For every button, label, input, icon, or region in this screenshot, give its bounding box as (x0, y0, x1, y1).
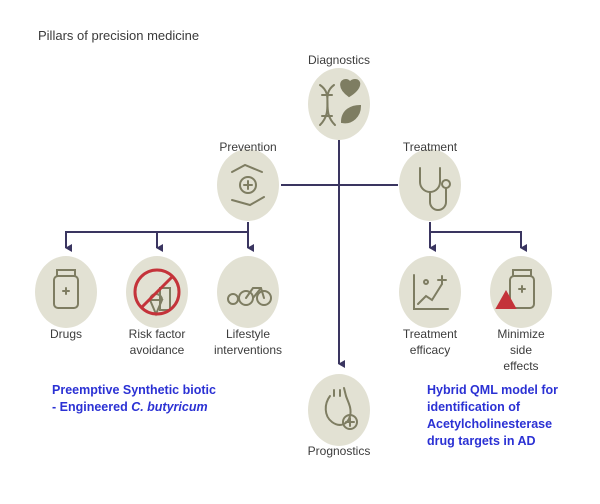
dna-icon (319, 84, 336, 126)
label-line: interventions (213, 343, 283, 357)
label-line: Treatment (402, 327, 458, 341)
annotation-text: - Engineered (52, 400, 132, 414)
warning-icon (495, 289, 517, 309)
label-prognostics: Prognostics (307, 444, 371, 458)
efficacy-circle (399, 256, 461, 328)
label-line: avoidance (129, 343, 185, 357)
connector-lines (65, 140, 527, 368)
diagnostics-circle (308, 68, 370, 140)
bike-apple-icon (227, 287, 272, 306)
label-line: side (509, 343, 532, 357)
annotation-line: identification of (427, 400, 521, 414)
annotation-line: drug targets in AD (427, 434, 536, 448)
label-risk-factor: Risk factor avoidance (102, 326, 212, 358)
label-diagnostics: Diagnostics (307, 53, 371, 67)
label-minimize-side-effects: Minimize side effects (466, 326, 576, 374)
prohibited-icon (133, 268, 181, 316)
label-line: Minimize (497, 327, 545, 341)
annotation-left: Preemptive Synthetic biotic - Engineered… (52, 382, 216, 416)
label-lifestyle: Lifestyle interventions (193, 326, 303, 358)
label-treatment-efficacy: Treatment efficacy (375, 326, 485, 358)
hands-care-icon (231, 163, 265, 207)
growth-chart-icon (413, 274, 449, 310)
leaf-icon (340, 104, 362, 124)
annotation-line: Preemptive Synthetic biotic (52, 383, 216, 397)
annotation-line: - Engineered C. butyricum (52, 399, 216, 416)
annotation-line: Hybrid QML model for (427, 383, 559, 397)
diagram-title: Pillars of precision medicine (38, 28, 200, 43)
label-drugs: Drugs (49, 327, 82, 341)
treatment-circle (399, 149, 461, 221)
prognostics-circle (308, 374, 370, 446)
pill-bottle-icon (53, 269, 79, 309)
label-treatment: Treatment (402, 140, 458, 154)
stethoscope-icon (419, 167, 451, 211)
label-line: effects (503, 359, 539, 373)
heart-organ-icon (324, 387, 358, 430)
pill-bottle-icon (509, 269, 535, 309)
annotation-species: C. butyricum (131, 400, 208, 414)
heart-icon (340, 78, 361, 98)
label-line: Lifestyle (225, 327, 271, 341)
label-line: Risk factor (128, 327, 186, 341)
annotation-right: Hybrid QML model for identification of A… (427, 382, 558, 450)
label-line: efficacy (409, 343, 451, 357)
label-prevention: Prevention (219, 140, 277, 154)
annotation-line: Acetylcholinesterase (427, 417, 553, 431)
